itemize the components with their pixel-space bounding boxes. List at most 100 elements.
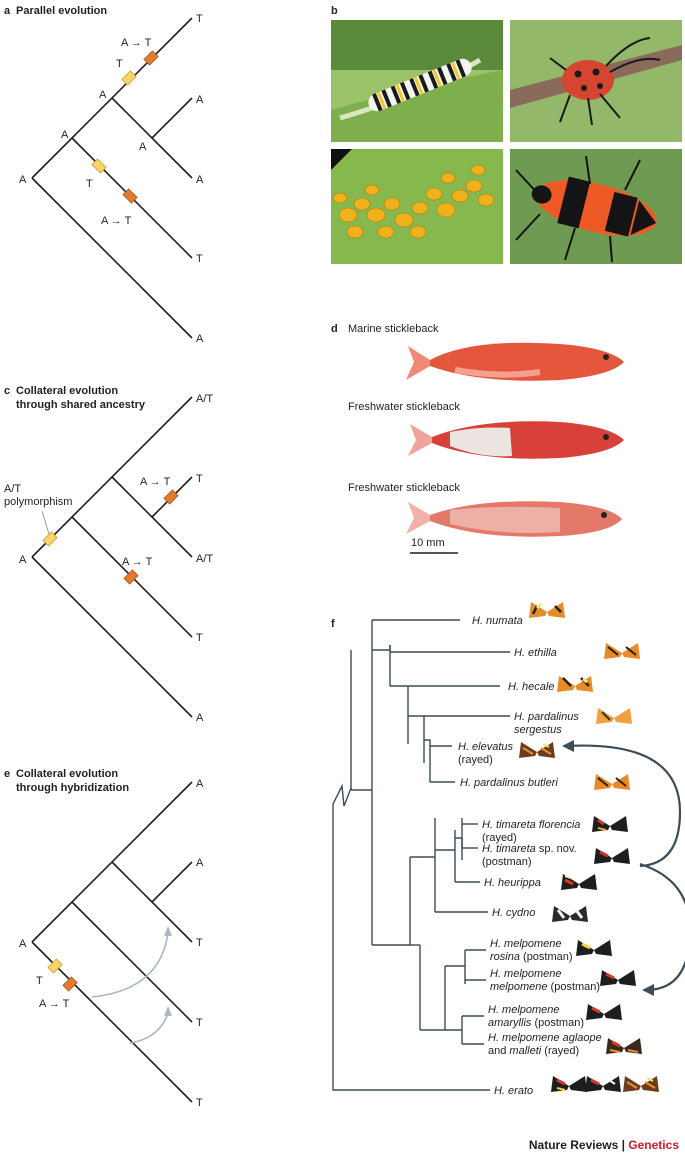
polymorphism-label-line1: A/T — [4, 483, 21, 495]
fish-label-freshwater: Freshwater stickleback — [348, 482, 460, 494]
photo-milkweed-bug — [510, 149, 682, 264]
taxon-label-line2: and malleti (rayed) — [488, 1045, 579, 1057]
taxon-label: H. cydno — [492, 907, 535, 919]
panel-e: e Collateral evolution through hybridiza… — [4, 768, 204, 1109]
panel-a: a Parallel evolution T A A T A A A A A T… — [4, 5, 204, 345]
butterfly-icon — [529, 602, 565, 618]
introgression-arrows — [565, 744, 685, 992]
callout-line — [41, 510, 50, 535]
butterfly-icon — [596, 708, 632, 724]
mutation-label: A → T — [121, 37, 152, 49]
butterfly-icon — [557, 676, 593, 692]
node-label: A — [99, 89, 107, 101]
taxon-label: H. melpomene aglaope — [488, 1032, 602, 1044]
marine-stickleback-image — [406, 342, 624, 381]
panel-e-title-line2: through hybridization — [16, 782, 129, 794]
node-label: A — [19, 938, 27, 950]
taxon-label: H. melpomene — [488, 1004, 560, 1016]
taxon-label: H. hecale — [508, 681, 554, 693]
tip-label: T — [196, 253, 203, 265]
freshwater-stickleback-image — [406, 501, 622, 537]
node-label: A — [61, 129, 69, 141]
taxon-label-line2: amaryllis (postman) — [488, 1017, 584, 1029]
taxon-label: H. elevatus — [458, 741, 514, 753]
arrow-head — [164, 926, 172, 936]
taxon-label-line2: (postman) — [482, 856, 532, 868]
butterfly-icon — [594, 848, 630, 864]
heliconius-tree — [332, 619, 510, 1091]
panel-f-letter: f — [331, 618, 335, 630]
fish-label-marine: Marine stickleback — [348, 323, 439, 335]
butterfly-icon — [606, 1038, 642, 1054]
butterfly-icon — [552, 906, 588, 922]
taxon-label-line2: sergestus — [514, 724, 562, 736]
panel-a-tree — [31, 17, 193, 339]
taxon-label-line2: (rayed) — [482, 832, 517, 844]
node-label: A — [139, 141, 147, 153]
taxon-label: H. timareta florencia — [482, 819, 580, 831]
taxon-label: H. heurippa — [484, 877, 541, 889]
butterfly-icon — [600, 970, 636, 986]
panel-d: d Marine stickleback Freshwater stickleb… — [331, 323, 624, 554]
arrow-head — [164, 1006, 172, 1016]
node-label: A — [19, 174, 27, 186]
butterfly-icon — [623, 1076, 659, 1092]
hybridization-arrows — [91, 932, 169, 1044]
panel-c-title-line2: through shared ancestry — [16, 399, 146, 411]
arrow-head — [562, 740, 574, 752]
butterfly-icon — [586, 1004, 622, 1020]
panel-d-letter: d — [331, 323, 338, 335]
polymorphism-label-line2: polymorphism — [4, 496, 72, 508]
taxon-label-line2: melpomene (postman) — [490, 981, 600, 993]
taxon-label: H. melpomene — [490, 968, 562, 980]
node-label: A — [19, 554, 27, 566]
journal-name: Nature Reviews — [528, 1138, 619, 1152]
panel-c-title-line1: Collateral evolution — [16, 385, 118, 397]
panel-c-tree — [31, 396, 193, 718]
taxon-label: H. numata — [472, 615, 523, 627]
taxon-label: H. pardalinus — [514, 711, 579, 723]
scale-bar-label: 10 mm — [411, 537, 445, 549]
tip-label: A/T — [196, 393, 213, 405]
tip-label: T — [196, 1017, 203, 1029]
freshwater-stickleback-image — [408, 421, 624, 459]
mutation-label: A → T — [122, 556, 153, 568]
journal-section: Genetics — [628, 1138, 679, 1152]
butterfly-icon — [576, 940, 612, 956]
panel-e-tree — [31, 781, 193, 1103]
photo-caterpillar — [331, 20, 503, 142]
panel-f: f — [331, 602, 685, 1097]
mutation-marker-dark — [62, 976, 78, 992]
journal-footer: Nature Reviews | Genetics — [529, 1138, 679, 1152]
panel-b-letter: b — [331, 5, 338, 17]
butterfly-icon — [604, 643, 640, 659]
photo-beetle — [510, 20, 682, 142]
mutation-marker-dark — [122, 188, 138, 204]
butterfly-icons — [519, 602, 659, 1092]
fish-label-freshwater: Freshwater stickleback — [348, 401, 460, 413]
tip-label: A — [196, 174, 204, 186]
panel-a-letter: a — [4, 5, 11, 17]
tip-label: A/T — [196, 553, 213, 565]
photo-aphids — [331, 149, 503, 264]
mutation-label: T — [116, 58, 123, 70]
footer-separator: | — [618, 1138, 629, 1152]
panel-b: b — [331, 5, 682, 264]
butterfly-icon — [592, 816, 628, 832]
taxon-label: H. erato — [494, 1085, 533, 1097]
arrow-head — [642, 984, 654, 996]
tip-label: A — [196, 778, 204, 790]
butterfly-icon — [561, 874, 597, 890]
tip-label: T — [196, 632, 203, 644]
panel-e-letter: e — [4, 768, 10, 780]
mutation-marker-light — [47, 958, 63, 974]
polymorphism-marker — [42, 531, 58, 547]
taxon-label-line2: (rayed) — [458, 754, 493, 766]
mutation-marker-dark — [163, 489, 179, 505]
butterfly-icon — [594, 774, 630, 790]
taxon-label: H. ethilla — [514, 647, 557, 659]
tip-label: A — [196, 712, 204, 724]
tip-label: T — [196, 937, 203, 949]
panel-c: c Collateral evolution through shared an… — [4, 385, 213, 724]
